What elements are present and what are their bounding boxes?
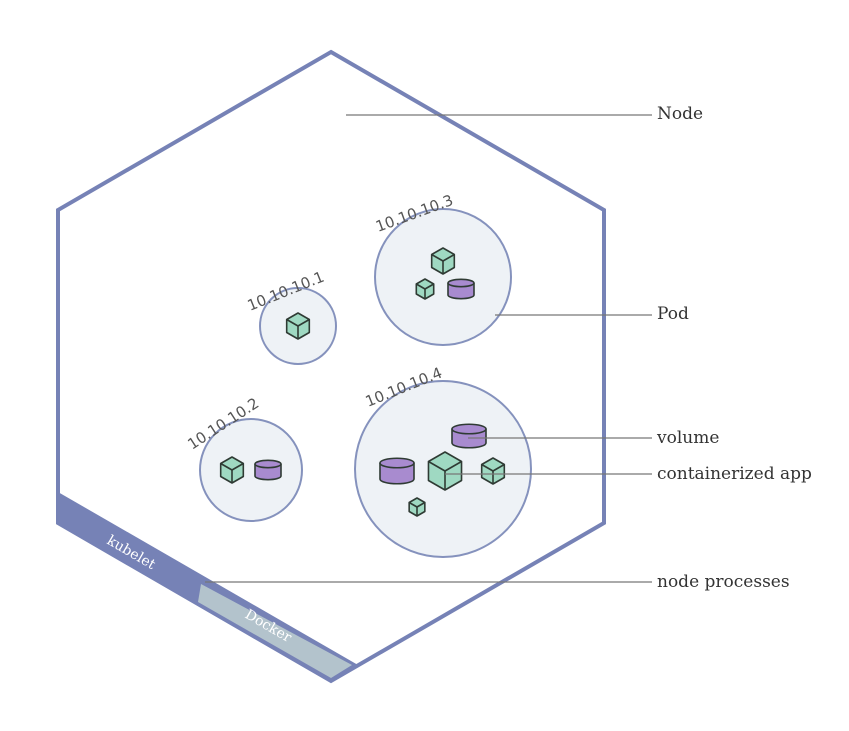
container-cube-icon: [219, 456, 245, 484]
volume-cylinder-icon: [254, 459, 282, 481]
docker-band: [198, 584, 352, 678]
volume-cylinder-icon: [379, 457, 415, 485]
pod-circle: [199, 418, 303, 522]
container-cube-icon: [480, 457, 506, 485]
node-hexagon: [56, 49, 606, 684]
volume-label: volume: [656, 428, 719, 448]
pod-label: Pod: [657, 304, 689, 324]
node-label: Node: [657, 104, 703, 124]
pod: 10.10.10.3: [373, 191, 512, 346]
container-cube-icon: [415, 278, 435, 300]
container-cube-icon: [408, 497, 426, 517]
container-cube-icon: [430, 247, 456, 275]
containerized-app-label: containerized app: [657, 464, 812, 484]
pod-circle: [374, 208, 512, 346]
node-processes-label: node processes: [657, 572, 790, 592]
volume-cylinder-icon: [451, 423, 487, 449]
volume-cylinder-icon: [447, 278, 475, 300]
container-cube-icon: [285, 312, 311, 340]
